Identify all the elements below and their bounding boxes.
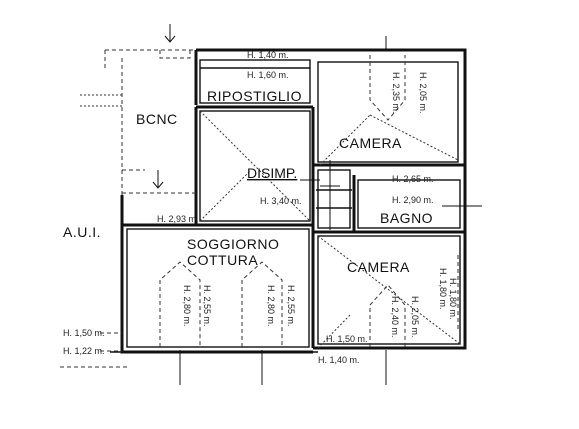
height-storage: H. 1,60 m. (247, 70, 289, 80)
height-bathroom-a: H. 2,65 m. (392, 174, 434, 184)
balcony-outline (80, 49, 196, 195)
height-bedroom-bot-v2: H. 2,05 m. (410, 296, 420, 338)
height-bedroom-top-a: H. 2,35 m. (391, 72, 401, 114)
axis-markers (152, 24, 482, 385)
height-living-v1: H. 2,80 m. (182, 285, 192, 327)
room-label-living-2: COTTURA (187, 252, 258, 268)
height-bedroom-bot-right-b: H. 1,80 m. (438, 268, 448, 310)
skylight-outlines (159, 55, 459, 347)
height-hallway: H. 3,40 m. (260, 196, 302, 206)
height-living-v4: H. 2,55 m. (286, 285, 296, 327)
room-labels: BCNC RIPOSTIGLIO CAMERA DISIMP. BAGNO SO… (63, 88, 433, 275)
left-leaders (60, 332, 130, 368)
inner-outlines (126, 59, 461, 348)
room-label-hallway: DISIMP. (247, 165, 297, 181)
height-left-2: H. 1,22 m. (63, 346, 105, 356)
height-bottom-outer: H. 1,40 m. (318, 355, 360, 365)
room-label-bathroom: BAGNO (380, 210, 433, 226)
height-living-v2: H. 2,55 m. (202, 285, 212, 327)
height-living-v3: H. 2,80 m. (266, 285, 276, 327)
height-bedroom-bot-v1: H. 2,40 m. (390, 296, 400, 338)
height-bedroom-bot-floor: H. 1,50 m. (326, 334, 368, 344)
room-label-bedroom-bottom: CAMERA (347, 259, 410, 275)
room-label-living-1: SOGGIORNO (187, 236, 279, 252)
room-label-storage: RIPOSTIGLIO (207, 88, 302, 104)
room-label-balcony: BCNC (136, 111, 178, 127)
height-bathroom-b: H. 2,90 m. (392, 195, 434, 205)
area-label-courtyard: A.U.I. (63, 224, 101, 240)
room-label-bedroom-top: CAMERA (339, 135, 402, 151)
height-living: H. 2,93 m. (157, 214, 199, 224)
height-bedroom-top-b: H. 2,05 m. (418, 72, 428, 114)
height-bedroom-bot-right-a: H. 1,80 m. (448, 278, 458, 320)
height-top-outer: H. 1,40 m. (247, 50, 289, 60)
height-labels: H. 1,40 m. H. 1,60 m. H. 2,35 m. H. 2,05… (63, 50, 458, 365)
height-left-1: H. 1,50 m. (63, 328, 105, 338)
outer-walls (110, 48, 467, 354)
slope-lines (199, 110, 461, 349)
